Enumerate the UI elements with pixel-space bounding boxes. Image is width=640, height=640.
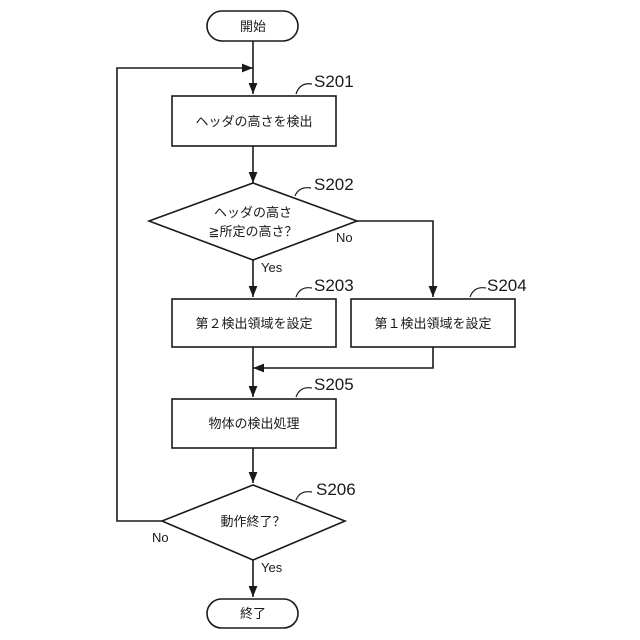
s202-label: S202 — [314, 175, 354, 194]
s201-process: ヘッダの高さを検出 S201 — [172, 72, 354, 146]
s203-process: 第２検出領域を設定 S203 — [172, 276, 354, 347]
start-text: 開始 — [240, 20, 266, 35]
s202-no-label: No — [336, 230, 353, 245]
s204-callout — [470, 288, 486, 297]
s206-callout — [296, 492, 312, 500]
s201-label: S201 — [314, 72, 354, 91]
s201-callout — [296, 84, 312, 94]
start-terminal: 開始 — [207, 11, 298, 41]
s206-yes-label: Yes — [261, 560, 283, 575]
s203-label: S203 — [314, 276, 354, 295]
s206-text: 動作終了？ — [220, 514, 285, 530]
s201-text: ヘッダの高さを検出 — [195, 114, 312, 130]
s204-label: S204 — [487, 276, 527, 295]
s202-yes-label: Yes — [261, 260, 283, 275]
s202-text-line1: ヘッダの高さ — [214, 205, 292, 221]
arrow-s202-no-to-s204 — [357, 221, 433, 297]
s204-text: 第１検出領域を設定 — [374, 316, 491, 332]
s205-callout — [296, 388, 312, 397]
s206-label: S206 — [316, 480, 356, 499]
end-text: 終了 — [240, 606, 266, 622]
s203-callout — [296, 288, 312, 297]
end-terminal: 終了 — [207, 599, 298, 628]
s205-text: 物体の検出処理 — [208, 417, 299, 432]
s204-process: 第１検出領域を設定 S204 — [351, 276, 527, 347]
s203-text: 第２検出領域を設定 — [195, 316, 312, 332]
arrow-s204-to-merge — [253, 347, 433, 368]
s202-decision: ヘッダの高さ ≧所定の高さ？ S202 Yes No — [149, 175, 357, 275]
s206-decision: 動作終了？ S206 Yes No — [152, 480, 356, 575]
s202-callout — [295, 188, 311, 196]
s205-process: 物体の検出処理 S205 — [172, 375, 354, 448]
s206-no-label: No — [152, 530, 169, 545]
s205-label: S205 — [314, 375, 354, 394]
s202-text-line2: ≧所定の高さ？ — [209, 224, 298, 240]
